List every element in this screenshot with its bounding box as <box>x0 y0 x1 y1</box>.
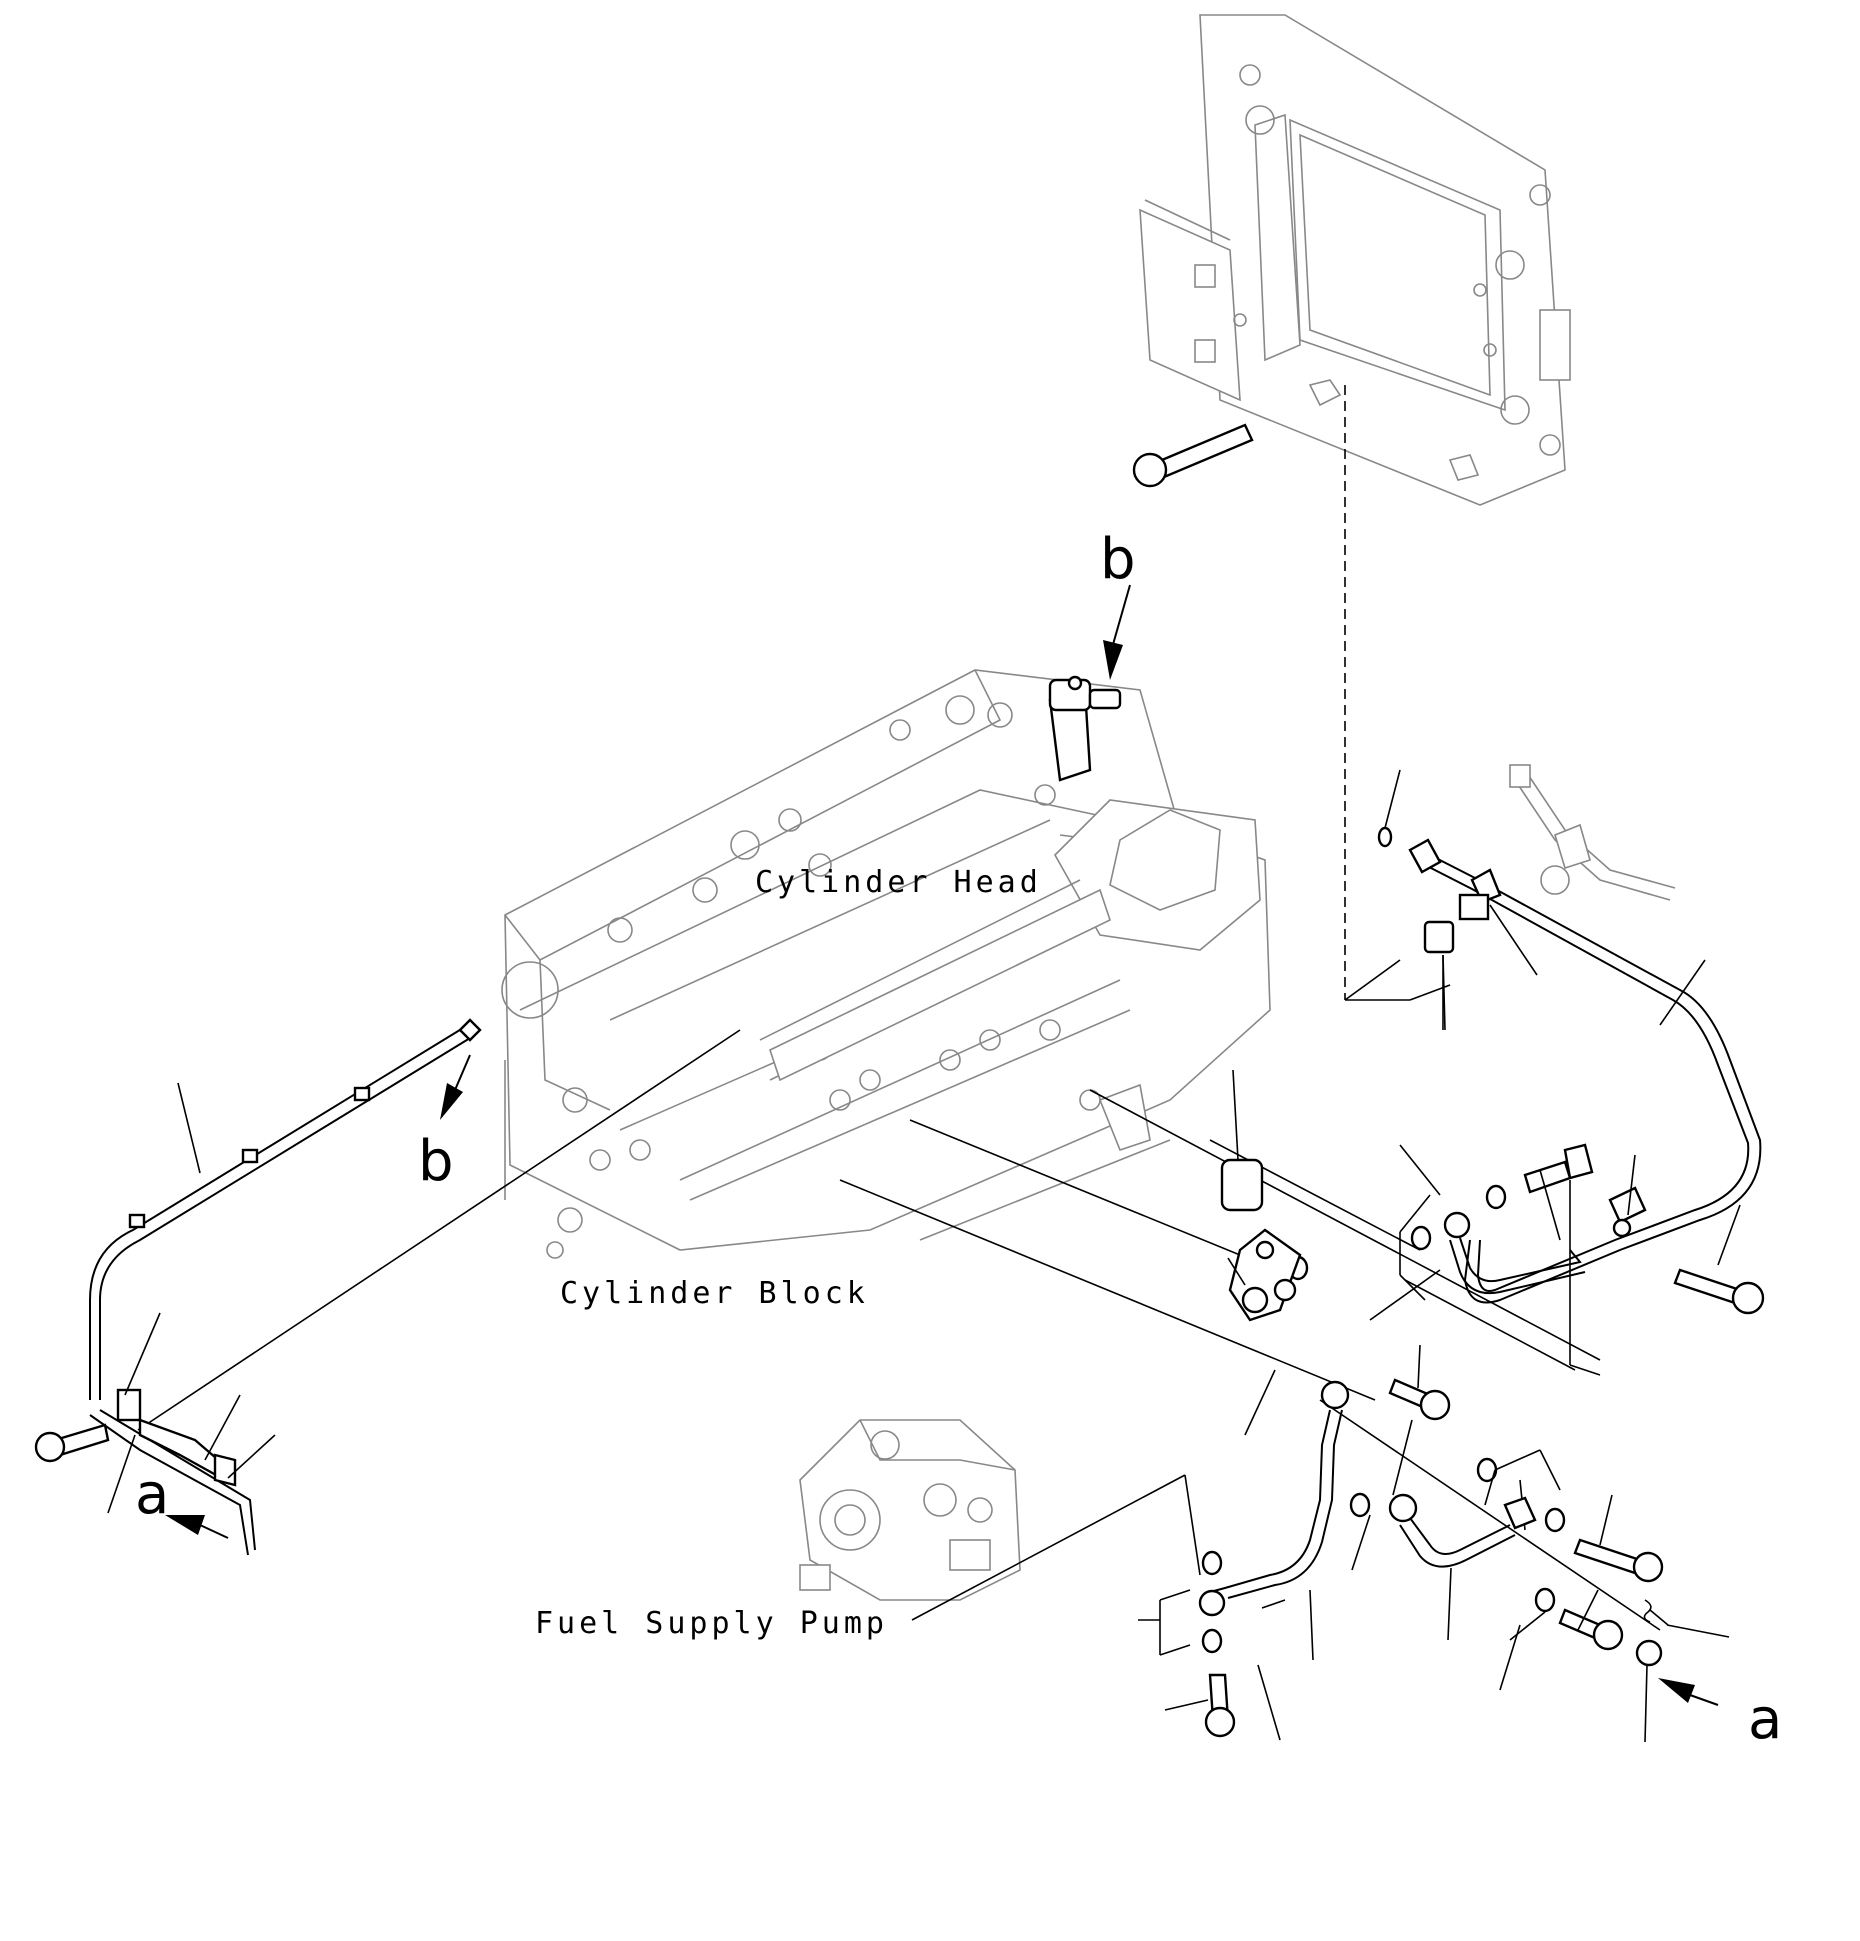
marker-a-left: a <box>135 1462 169 1527</box>
cylinder-head-label: Cylinder Head <box>755 865 1042 900</box>
ecu-mounting-bracket-icon <box>1132 14 1571 506</box>
fuel-pipe-icon <box>1408 838 1762 1304</box>
marker-b-left: b <box>418 1129 454 1194</box>
washer-icon <box>1201 826 1566 1654</box>
fuel-pipe-icon <box>1443 1211 1586 1294</box>
arrow-icon <box>165 584 1719 1706</box>
cylinder-block-label: Cylinder Block <box>560 1276 869 1311</box>
bolt-icon <box>1204 1143 1765 1738</box>
fuel-pipe-icon <box>1509 764 1676 901</box>
marker-a-right: a <box>1748 1687 1782 1752</box>
fuel-pipe-icon <box>34 1018 482 1556</box>
fuel-supply-pump-label: Fuel Supply Pump <box>535 1606 888 1641</box>
fuel-supply-pump-icon <box>799 1419 1021 1601</box>
clamp-icon <box>1228 1228 1302 1322</box>
fuel-pipe-icon <box>1198 1380 1537 1617</box>
engine-block-icon <box>501 669 1271 1259</box>
marker-b-top: b <box>1100 527 1136 592</box>
spacer-icon <box>1220 920 1455 1212</box>
